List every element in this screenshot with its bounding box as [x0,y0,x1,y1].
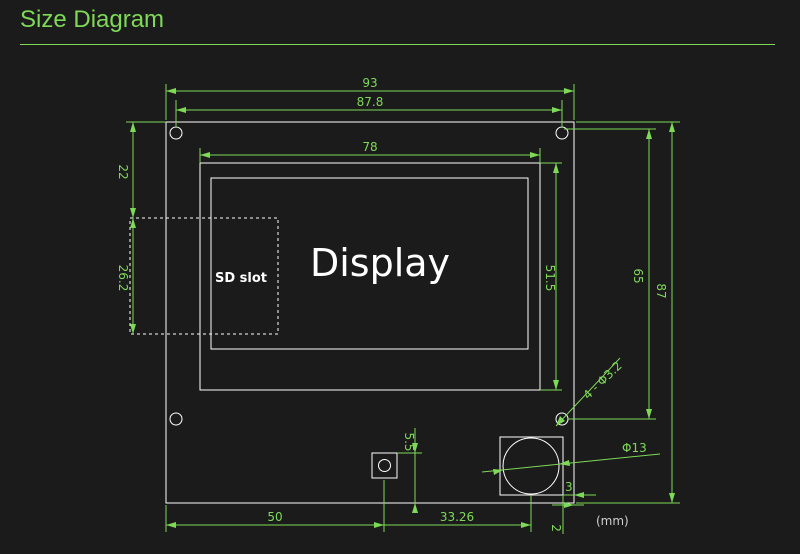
knob-dia-leader [481,453,661,473]
dim-label-display-width: 78 [362,140,377,154]
dim-label-button-x: 50 [267,510,282,524]
units-label: (mm) [596,514,629,528]
arrow-head [646,129,652,139]
header: Size Diagram [0,0,800,46]
header-divider [20,44,775,45]
knob-dia-label: Φ13 [622,441,647,455]
arrow-head [412,443,418,453]
dim-label-width-total: 93 [362,76,377,90]
arrow-head [166,88,176,94]
knob-circle [502,437,560,495]
board-outline [165,121,575,504]
arrow-head [669,493,675,503]
arrow-head [493,469,503,475]
dim-label-sd-top: 22 [116,164,130,179]
hole-spec-label: 4 - Φ3.2 [580,359,624,403]
mounting-hole-bottom-left [169,412,183,426]
arrow-head [553,163,559,173]
mounting-hole-top-left [169,126,183,140]
dim-label-height-holes: 65 [631,268,645,283]
arrow-head [564,88,574,94]
arrow-head [646,409,652,419]
arrow-head [200,152,210,158]
arrow-head [552,107,562,113]
arrow-head [574,492,584,498]
dim-label-display-height: 51.5 [543,265,557,292]
hole-spec-leader [555,357,621,427]
edge-gap-label: 2 [549,524,563,532]
arrow-head [521,522,531,528]
knob-offset-label: 3 [565,480,573,494]
display-screen [210,177,529,350]
arrow-head [130,218,136,228]
arrow-head [564,502,574,508]
arrow-head [553,380,559,390]
sd-slot-outline [129,217,279,335]
display-label: Display [310,241,450,285]
arrow-head [412,503,418,513]
arrow-head [130,122,136,132]
arrow-head [556,416,565,426]
arrow-head [530,152,540,158]
dim-label-button-y: 5.5 [402,432,416,451]
sd-slot-label: SD slot [215,271,267,286]
button-cap [378,459,391,472]
arrow-head [374,522,384,528]
arrow-head [166,522,176,528]
dim-label-width-holes: 87.8 [357,95,384,109]
display-frame [199,162,541,391]
dim-label-knob-x: 33.26 [440,510,474,524]
arrow-head [130,208,136,218]
knob-base [499,436,564,496]
arrow-head [669,122,675,132]
dim-label-sd-height: 26.2 [116,265,130,292]
button-outline [371,452,398,479]
dim-label-height-total: 87 [654,283,668,298]
page-title: Size Diagram [20,6,165,33]
arrow-head [130,324,136,334]
arrow-head [559,460,570,466]
arrow-head [176,107,186,113]
